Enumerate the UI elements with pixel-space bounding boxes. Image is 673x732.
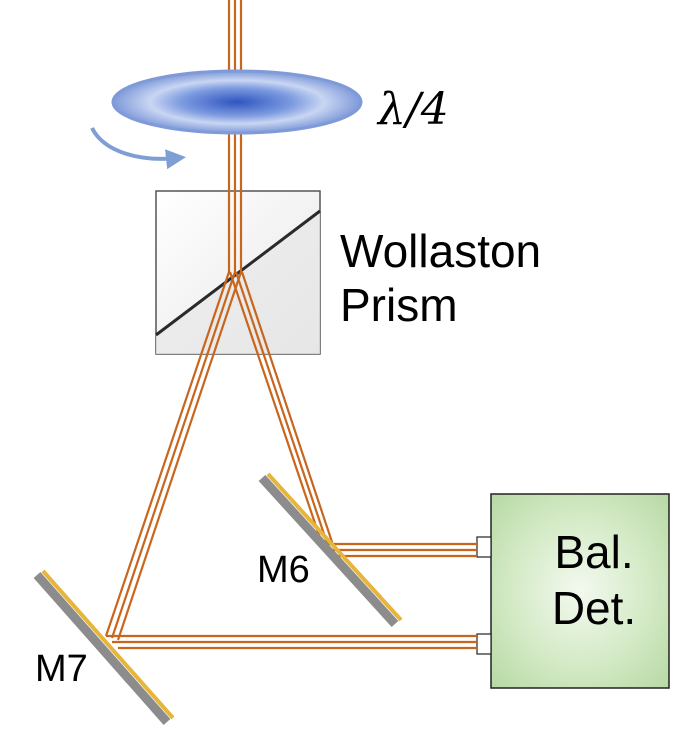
balanced-detector [476, 493, 670, 689]
detector-label-line2: Det. [551, 582, 637, 634]
prism-label-line1: Wollaston [340, 225, 542, 277]
mirror-m7 [33, 569, 175, 725]
mirror-m7-label: M7 [35, 648, 88, 690]
rotation-arrow-icon [90, 127, 186, 170]
prism-label-line2: Prism [340, 279, 458, 331]
detector-label-line1: Bal. [554, 526, 634, 578]
prism-label: Wollaston Prism [340, 224, 541, 332]
waveplate-label: λ/4 [378, 84, 449, 135]
beam-paths [104, 0, 477, 650]
mirror-m6-label: M6 [257, 549, 310, 591]
mirror-m6 [258, 472, 403, 628]
quarter-waveplate [111, 69, 363, 135]
wollaston-prism [155, 190, 321, 355]
detector-label: Bal. Det. [528, 524, 660, 636]
